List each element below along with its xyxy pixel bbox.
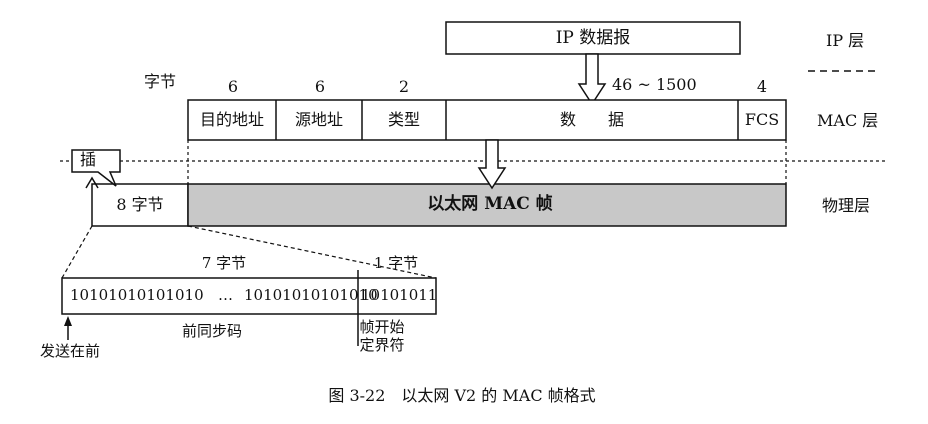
- fcs-bytes: 4: [756, 77, 768, 96]
- insert-caret: [85, 176, 99, 189]
- ip-to-data-arrow: [577, 53, 607, 106]
- send-first-arrowhead: [64, 316, 72, 326]
- seven-bytes-label: 7 字节: [201, 254, 247, 272]
- figure-caption: 图 3-22 以太网 V2 的 MAC 帧格式: [328, 386, 596, 405]
- dest-addr-bytes: 6: [227, 77, 239, 96]
- field-dest-addr: 目的地址: [199, 110, 265, 129]
- field-src-addr: 源地址: [294, 110, 344, 129]
- src-addr-bytes: 6: [314, 77, 326, 96]
- frame-label: 以太网 MAC 帧: [427, 194, 553, 214]
- preamble-bits-left: 10101010101010: [70, 286, 204, 304]
- field-fcs: FCS: [744, 110, 780, 129]
- insert-callout: [71, 149, 121, 187]
- mac-layer-label: MAC 层: [817, 111, 879, 130]
- expand-left-line: [61, 225, 93, 279]
- ip-layer-label: IP 层: [826, 31, 865, 50]
- preamble-ellipsis: …: [218, 286, 233, 304]
- type-bytes: 2: [398, 77, 410, 96]
- preamble-name: 前同步码: [181, 322, 243, 340]
- preamble-total-label: 8 字节: [116, 195, 164, 214]
- one-byte-label: 1 字节: [373, 254, 419, 272]
- ip-packet-label: IP 数据报: [555, 28, 631, 48]
- preamble-detail-box: [61, 277, 437, 315]
- byte-unit-label: 字节: [144, 72, 177, 91]
- field-type: 类型: [387, 110, 421, 129]
- sfd-bits: 10101011: [361, 286, 438, 304]
- mac-frame-row: [187, 99, 787, 141]
- mac-to-physical-arrow: [477, 139, 507, 190]
- field-data: 数 据: [559, 110, 625, 129]
- ethernet-mac-frame-box: [187, 183, 787, 227]
- expand-right-line: [187, 225, 437, 279]
- insert-label: 插: [80, 150, 97, 169]
- data-bytes-range: 46 ~ 1500: [612, 75, 697, 94]
- sfd-name-line1: 帧开始: [359, 318, 405, 336]
- physical-layer-label: 物理层: [822, 196, 871, 215]
- sfd-name-line2: 定界符: [359, 336, 405, 354]
- preamble-bits-mid: 10101010101010: [244, 286, 378, 304]
- send-first-label: 发送在前: [40, 342, 101, 360]
